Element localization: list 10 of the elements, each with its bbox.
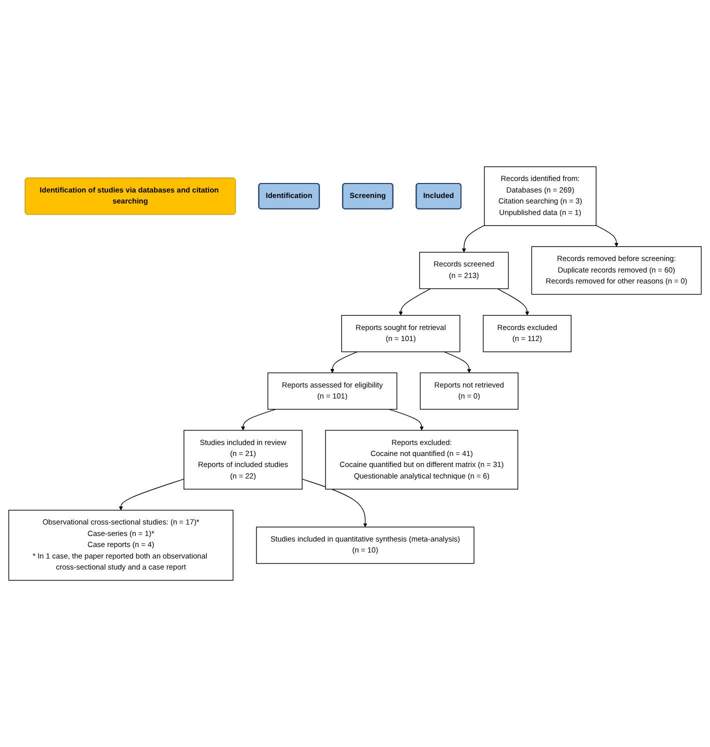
arrow <box>118 478 184 510</box>
arrow <box>497 288 530 316</box>
arrow <box>596 225 619 247</box>
arrow <box>330 351 358 373</box>
arrow <box>241 408 276 430</box>
arrow <box>462 225 485 252</box>
arrow <box>398 288 431 316</box>
arrow <box>388 408 424 430</box>
arrow <box>302 478 368 528</box>
arrow <box>444 351 472 373</box>
